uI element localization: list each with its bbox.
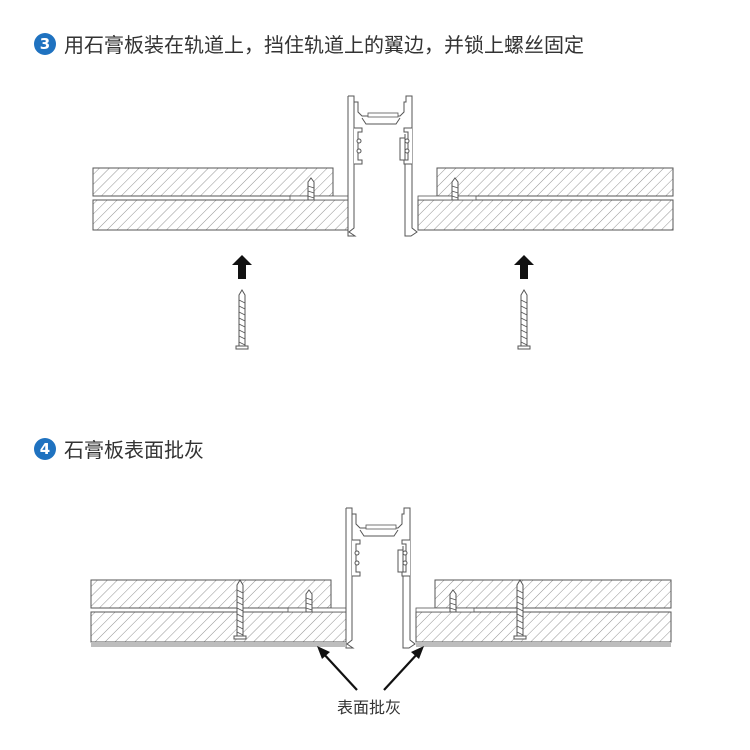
gypsum-boards-with-track [91,508,671,648]
pointer-arrows [317,646,424,691]
screw-icon [235,289,249,350]
step-number-badge: 3 [34,32,56,55]
step-number-badge: 4 [34,437,56,460]
step-3-heading: 3 用石膏板装在轨道上，挡住轨道上的翼边，并锁上螺丝固定 [34,29,584,58]
step-4-heading: 4 石膏板表面批灰 [34,434,204,463]
step-title: 石膏板表面批灰 [64,438,204,462]
putty-layer [416,642,671,647]
gypsum-boards-with-track [93,96,673,236]
up-arrow-icon [232,255,252,279]
step-3-assembly [93,96,673,350]
putty-annotation: 表面批灰 [337,698,402,717]
screw-icon [517,289,531,350]
step-4-assembly [91,508,671,648]
up-arrow-icon [514,255,534,279]
putty-layer [91,642,346,647]
step-title: 用石膏板装在轨道上，挡住轨道上的翼边，并锁上螺丝固定 [64,33,584,57]
